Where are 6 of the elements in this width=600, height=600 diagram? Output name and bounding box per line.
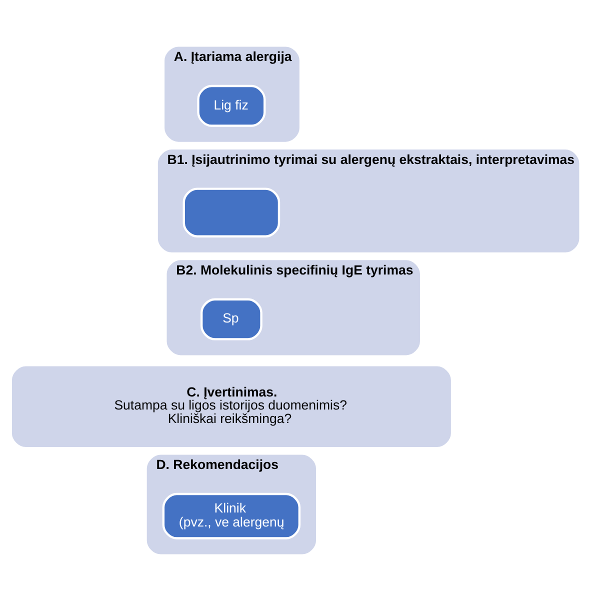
node-box: [182, 187, 280, 237]
cluster: B1. Įsijautrinimo tyrimai su alergenų ekstraktais, interpretavimas: [158, 149, 580, 252]
node-box: C. Įvertinimas. Sutampa su ligos istorijos duomenimis? Kliniškai reikšminga?: [12, 366, 451, 447]
node-box: Sp: [200, 298, 262, 340]
node-box: Lig fiz: [197, 84, 266, 126]
node-box: Klinik (pvz., ve alergenų: [162, 492, 301, 539]
